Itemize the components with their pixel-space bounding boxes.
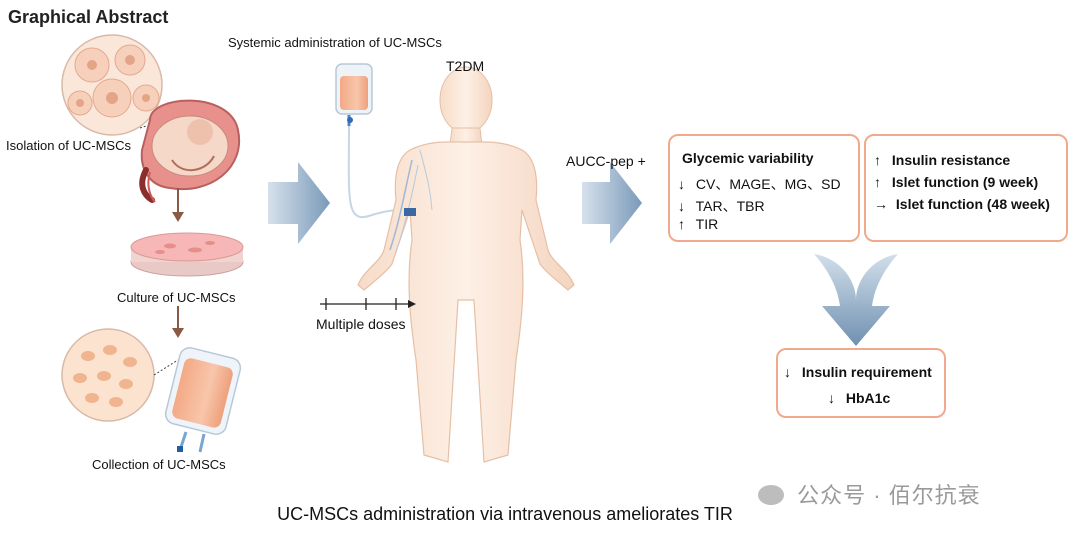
insulin-line-2: ↑ Islet function (9 week) <box>874 174 1039 190</box>
merge-arrow <box>814 254 898 346</box>
cell-magnifier-bottom <box>61 328 179 422</box>
arrow-down-icon: ↓ <box>784 364 791 380</box>
insulin-line-1: ↑ Insulin resistance <box>874 152 1011 168</box>
arrow-up-icon: ↑ <box>874 174 881 190</box>
collection-label: Collection of UC-MSCs <box>92 457 226 472</box>
aucc-pep-label: AUCC-pep + <box>566 153 646 169</box>
result-line-1: ↓ Insulin requirement <box>784 364 932 380</box>
insulin-islet-box: ↑ Insulin resistance ↑ Islet function (9… <box>864 134 1068 242</box>
result-line-2: ↓ HbA1c <box>828 390 891 406</box>
culture-label: Culture of UC-MSCs <box>117 290 236 305</box>
multiple-doses-label: Multiple doses <box>316 316 406 332</box>
insulin-line-3: → Islet function (48 week) <box>874 196 1050 212</box>
arrow-up-icon: ↑ <box>678 216 685 232</box>
doses-timeline <box>320 298 416 310</box>
small-arrow-2 <box>172 306 184 338</box>
glycemic-line-1: ↓ CV、MAGE、MG、SD <box>678 176 841 192</box>
cell-magnifier-top <box>61 34 171 136</box>
result-box: ↓ Insulin requirement ↓ HbA1c <box>776 348 946 418</box>
small-arrow-1 <box>172 188 184 222</box>
arrow-down-icon: ↓ <box>678 198 685 214</box>
collection-bag-illustration <box>164 347 242 453</box>
systemic-administration-label: Systemic administration of UC-MSCs <box>228 35 442 50</box>
uterus-fetus-illustration <box>139 99 241 203</box>
arrow-down-icon: ↓ <box>828 390 835 406</box>
iv-drip-illustration <box>335 63 411 219</box>
glycemic-variability-title: Glycemic variability <box>682 150 814 166</box>
glycemic-line-3: ↑ TIR <box>678 216 719 232</box>
page-title: Graphical Abstract <box>8 7 169 27</box>
glycemic-variability-box: Glycemic variability ↓ CV、MAGE、MG、SD ↓ T… <box>668 134 860 242</box>
arrow-down-icon: ↓ <box>678 176 685 192</box>
human-body-illustration <box>357 66 575 463</box>
flow-arrow-1 <box>268 162 330 244</box>
petri-dish-illustration <box>130 232 244 277</box>
arrow-up-icon: ↑ <box>874 152 881 168</box>
flow-arrow-2 <box>582 162 642 244</box>
isolation-label: Isolation of UC-MSCs <box>6 138 131 153</box>
wechat-icon <box>758 485 784 505</box>
glycemic-line-2: ↓ TAR、TBR <box>678 198 765 214</box>
t2dm-label: T2DM <box>446 58 485 74</box>
figure-caption: UC-MSCs administration via intravenous a… <box>277 504 733 524</box>
watermark: 公众号 · 佰尔抗衰 <box>758 478 981 510</box>
arrow-right-icon: → <box>874 196 888 212</box>
